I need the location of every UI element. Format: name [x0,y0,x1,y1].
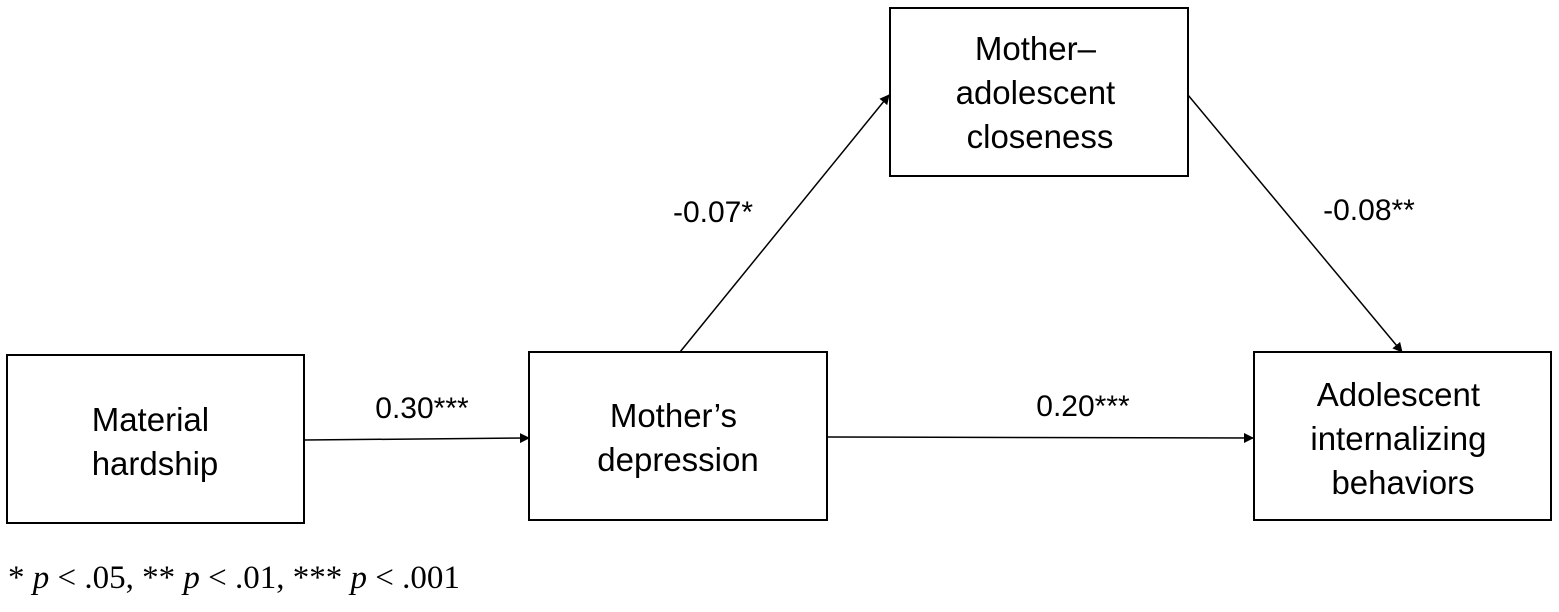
node-material-hardship-label: Material hardship [92,401,219,482]
node-mothers-depression-label: Mother’s depression [597,397,758,478]
path-depression-to-closeness-arrow [679,94,890,353]
path-closeness-to-internalizing-coef: -0.08** [1323,194,1415,227]
node-internalizing-box [1253,351,1552,521]
node-closeness-label: Mother– adolescent closeness [956,30,1125,155]
node-material-hardship-box [6,354,305,524]
path-depression-to-internalizing-arrow [826,432,1254,443]
path-depression-to-closeness-coef: -0.07* [673,196,753,229]
node-mothers-depression-box [528,351,828,521]
path-hardship-to-depression-coef: 0.30*** [375,392,469,425]
path-depression-to-internalizing-coef: 0.20*** [1036,390,1130,423]
node-closeness-box [889,7,1189,177]
node-internalizing-label: Adolescent internalizing behaviors [1310,376,1495,501]
path-closeness-to-internalizing-arrow [1187,94,1403,353]
path-hardship-to-depression-arrow [303,433,530,444]
significance-footnote: * p < .05, ** p < .01, *** p < .001 [8,560,460,596]
